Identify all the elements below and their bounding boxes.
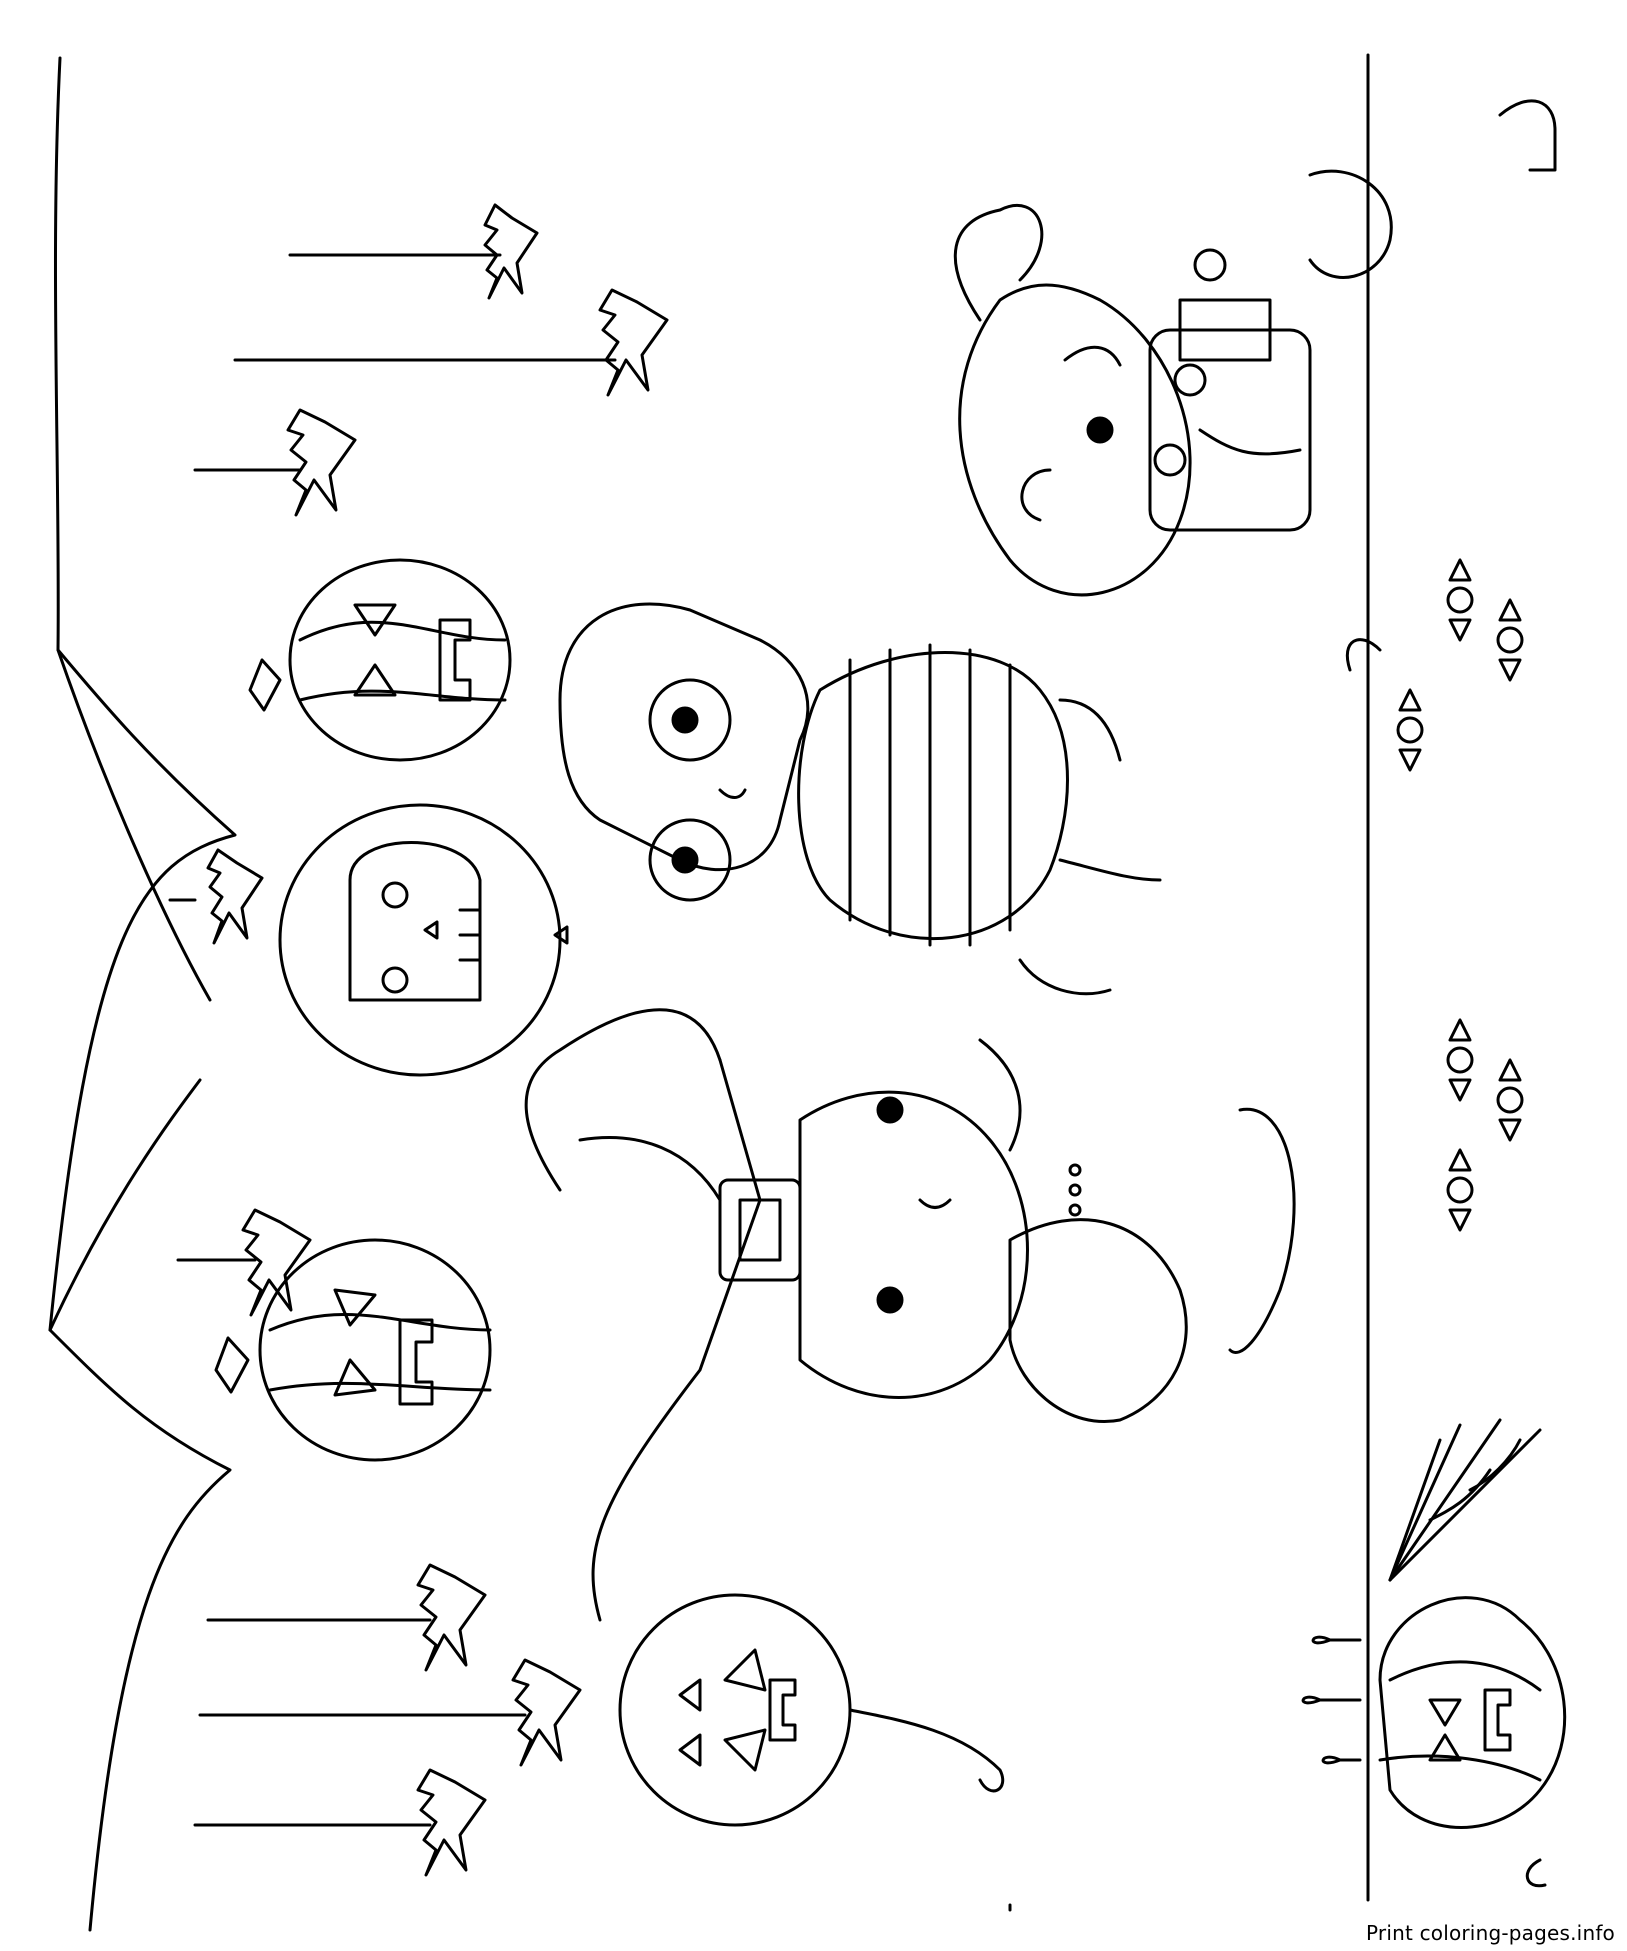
bat-icon — [416, 1768, 487, 1877]
mummy-child — [558, 602, 1162, 996]
bat-icon — [511, 1658, 582, 1767]
pumpkin-balloon-top — [248, 558, 512, 762]
carved-pumpkin-with-candles — [1301, 1596, 1567, 1888]
watermark: Print coloring-pages.info — [1366, 1921, 1615, 1945]
candies — [1396, 558, 1524, 1232]
bat-icon — [483, 203, 539, 300]
jack-o-lantern-balloon — [618, 1593, 1005, 1827]
bat-icon — [416, 1563, 487, 1672]
skull-balloon — [278, 803, 569, 1077]
witch-child — [524, 1008, 1296, 1622]
bat-icon — [598, 288, 669, 397]
pirate-child — [953, 99, 1557, 1912]
bat-icon — [286, 408, 357, 517]
pirate-hook-icon — [1498, 99, 1557, 172]
bat-icon — [206, 848, 264, 945]
bat-garland — [48, 56, 669, 1932]
pumpkin-balloon-middle — [214, 1238, 492, 1462]
bat-icon — [241, 1208, 312, 1317]
spider-web — [1388, 1418, 1542, 1582]
